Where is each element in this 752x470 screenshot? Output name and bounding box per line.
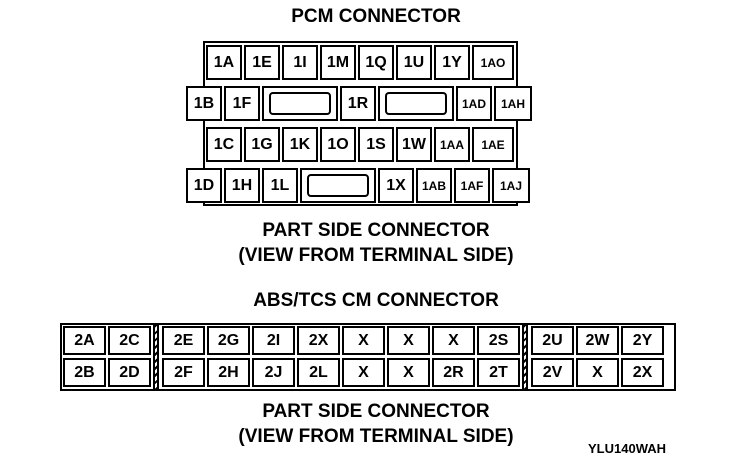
abs-terminal-2x: 2X (621, 358, 664, 387)
abs-terminal-2y: 2Y (621, 326, 664, 355)
pcm-connector-title: PCM CONNECTOR (291, 6, 461, 27)
pcm-terminal-1e: 1E (244, 45, 280, 80)
pcm-terminal-1a: 1A (206, 45, 242, 80)
pcm-caption-line1: PART SIDE CONNECTOR (262, 220, 490, 241)
pcm-terminal-1ah: 1AH (494, 86, 532, 121)
pcm-blank-cavity (378, 86, 454, 121)
abs-terminal-2d: 2D (108, 358, 151, 387)
pcm-terminal-1u: 1U (396, 45, 432, 80)
pcm-terminal-1i: 1I (282, 45, 318, 80)
pcm-terminal-1s: 1S (358, 127, 394, 162)
pcm-terminal-1x: 1X (378, 168, 414, 203)
pcm-blank-cavity (262, 86, 338, 121)
abs-unused-terminal: X (342, 326, 385, 355)
abs-caption-line1: PART SIDE CONNECTOR (262, 401, 490, 422)
abs-terminal-2b: 2B (63, 358, 106, 387)
abs-terminal-2t: 2T (477, 358, 520, 387)
pcm-terminal-1r: 1R (340, 86, 376, 121)
pcm-terminal-1o: 1O (320, 127, 356, 162)
abs-caption-line2: (VIEW FROM TERMINAL SIDE) (238, 426, 514, 447)
abs-divider-rib-2 (522, 325, 528, 389)
pcm-terminal-1c: 1C (206, 127, 242, 162)
abs-terminal-2v: 2V (531, 358, 574, 387)
pcm-terminal-1q: 1Q (358, 45, 394, 80)
abs-terminal-2i: 2I (252, 326, 295, 355)
abs-terminal-2h: 2H (207, 358, 250, 387)
pcm-terminal-1ab: 1AB (416, 168, 452, 203)
pcm-terminal-1g: 1G (244, 127, 280, 162)
pcm-terminal-1af: 1AF (454, 168, 490, 203)
pcm-terminal-1k: 1K (282, 127, 318, 162)
abs-unused-terminal: X (432, 326, 475, 355)
abs-terminal-2a: 2A (63, 326, 106, 355)
abs-terminal-2l: 2L (297, 358, 340, 387)
abs-unused-terminal: X (576, 358, 619, 387)
pcm-caption-line2: (VIEW FROM TERMINAL SIDE) (238, 245, 514, 266)
abs-terminal-2s: 2S (477, 326, 520, 355)
abs-terminal-2j: 2J (252, 358, 295, 387)
pcm-terminal-1ae: 1AE (472, 127, 514, 162)
pcm-terminal-1aj: 1AJ (492, 168, 530, 203)
figure-code: YLU140WAH (588, 441, 667, 456)
pcm-terminal-1d: 1D (186, 168, 222, 203)
abs-terminal-2u: 2U (531, 326, 574, 355)
pcm-terminal-1m: 1M (320, 45, 356, 80)
abs-divider-rib-1 (153, 325, 159, 389)
abs-terminal-2x: 2X (297, 326, 340, 355)
abs-terminal-2c: 2C (108, 326, 151, 355)
abs-terminal-2r: 2R (432, 358, 475, 387)
abs-unused-terminal: X (342, 358, 385, 387)
abs-unused-terminal: X (387, 326, 430, 355)
abs-terminal-2e: 2E (162, 326, 205, 355)
pcm-terminal-1w: 1W (396, 127, 432, 162)
pcm-terminal-1l: 1L (262, 168, 298, 203)
abs-unused-terminal: X (387, 358, 430, 387)
pcm-terminal-1ad: 1AD (456, 86, 492, 121)
abs-terminal-2g: 2G (207, 326, 250, 355)
pcm-blank-cavity (300, 168, 376, 203)
pcm-terminal-1y: 1Y (434, 45, 470, 80)
abs-connector-title: ABS/TCS CM CONNECTOR (253, 290, 499, 311)
pcm-terminal-1aa: 1AA (434, 127, 470, 162)
abs-terminal-2f: 2F (162, 358, 205, 387)
pcm-terminal-1ao: 1AO (472, 45, 514, 80)
pcm-terminal-1b: 1B (186, 86, 222, 121)
abs-terminal-2w: 2W (576, 326, 619, 355)
pcm-terminal-1h: 1H (224, 168, 260, 203)
pcm-terminal-1f: 1F (224, 86, 260, 121)
